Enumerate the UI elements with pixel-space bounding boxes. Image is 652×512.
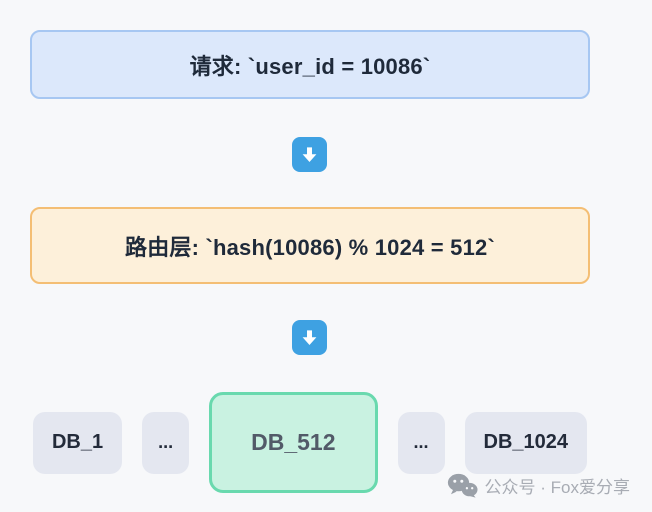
ellipsis-label: ... <box>413 432 429 452</box>
down-arrow-icon <box>292 137 327 172</box>
routing-layer-box: 路由层: `hash(10086) % 1024 = 512` <box>30 207 590 284</box>
db-node-512-highlighted: DB_512 <box>209 392 378 493</box>
down-arrow-icon <box>292 320 327 355</box>
db-node-label: DB_512 <box>251 429 336 455</box>
db-node-label: DB_1024 <box>483 431 569 453</box>
database-row: DB_1 ... DB_512 ... DB_1024 <box>30 392 590 493</box>
ellipsis-node: ... <box>397 411 445 474</box>
watermark: 公众号 · Fox爱分享 <box>447 473 630 498</box>
db-node-label: DB_1 <box>51 431 104 453</box>
ellipsis-node: ... <box>142 411 190 474</box>
ellipsis-label: ... <box>158 432 174 452</box>
request-box: 请求: `user_id = 10086` <box>30 30 590 99</box>
request-label: 请求: `user_id = 10086` <box>189 53 431 79</box>
db-node-1024: DB_1024 <box>464 411 588 474</box>
db-node-1: DB_1 <box>32 411 123 474</box>
watermark-text: 公众号 · Fox爱分享 <box>484 478 630 497</box>
routing-label: 路由层: `hash(10086) % 1024 = 512` <box>125 234 495 260</box>
wechat-icon <box>447 473 478 498</box>
